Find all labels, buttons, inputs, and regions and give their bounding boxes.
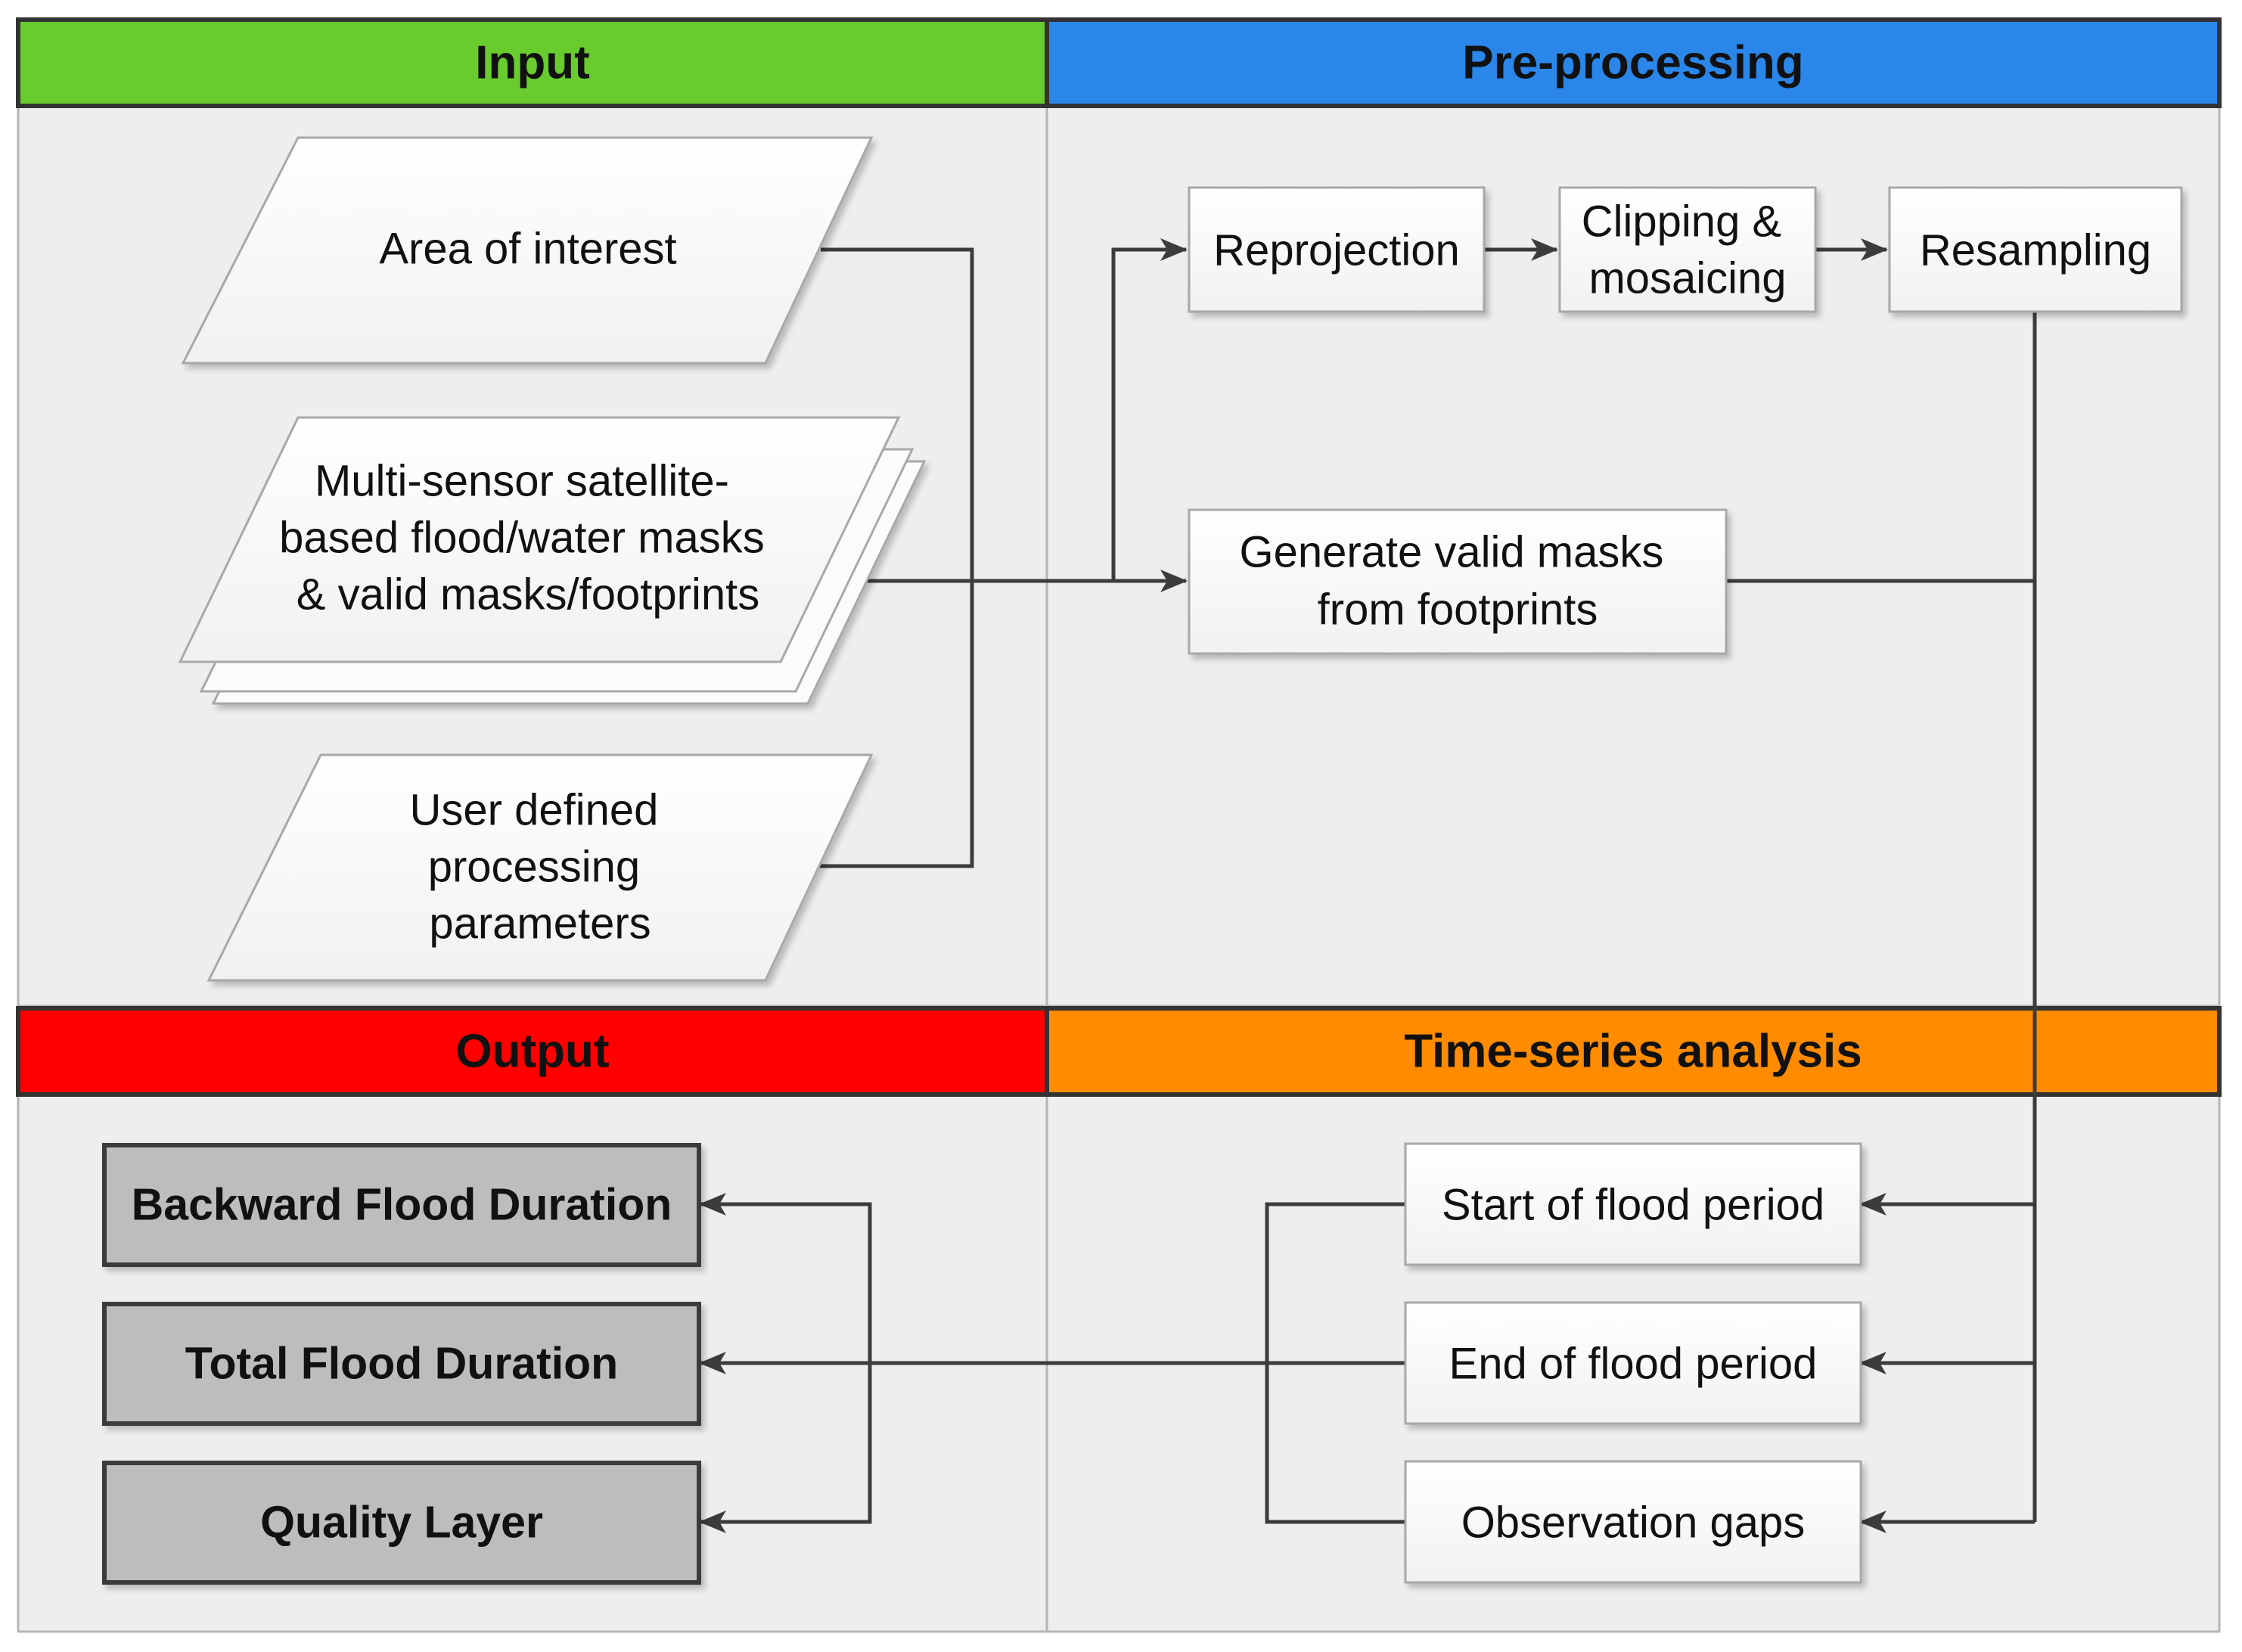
- output-header-label: Output: [455, 1026, 609, 1078]
- process-node-resampling: Resampling: [1888, 186, 2183, 313]
- input-header-bar: [16, 17, 1049, 108]
- process-box: [1558, 186, 1817, 313]
- label-line: Quality Layer: [260, 1498, 543, 1548]
- input-shape: [206, 753, 874, 982]
- observation-gaps-label: Observation gaps: [1461, 1498, 1806, 1547]
- input-shape: [181, 136, 874, 365]
- resampling-label: Resampling: [1920, 225, 2151, 275]
- output-node-quality: Quality Layer: [102, 1461, 701, 1585]
- reprojection-label: Reprojection: [1213, 225, 1460, 275]
- flood-masks-label: Multi-sensor satellite- based flood/wate…: [279, 456, 777, 619]
- analysis-node-gaps: Observation gaps: [1404, 1460, 1862, 1584]
- label-line: processing: [428, 842, 640, 891]
- label-line: Observation gaps: [1461, 1498, 1806, 1547]
- process-box: [1188, 186, 1486, 313]
- process-node-valid-masks: Generate valid masks from footprints: [1188, 508, 1728, 655]
- start-of-flood-label: Start of flood period: [1442, 1180, 1824, 1229]
- label-line: based flood/water masks: [279, 513, 765, 562]
- section-headers: Input Pre-processing Output Time-series …: [16, 17, 2222, 1097]
- output-box: [102, 1302, 701, 1426]
- analysis-box: [1404, 1142, 1862, 1266]
- input-node-flood-masks: Multi-sensor satellite- based flood/wate…: [178, 416, 927, 705]
- timeseries-header-bar: [1045, 1006, 2222, 1097]
- analysis-node-end: End of flood period: [1404, 1301, 1862, 1425]
- input-node-user-parameters: User defined processing parameters: [206, 753, 874, 982]
- quality-layer-label: Quality Layer: [260, 1498, 543, 1548]
- process-box: [1188, 508, 1728, 655]
- process-box: [1888, 186, 2183, 313]
- label-line: Area of interest: [379, 224, 676, 273]
- input-header-label: Input: [475, 37, 590, 89]
- label-line: Resampling: [1920, 225, 2151, 275]
- connectors: [699, 238, 2037, 1533]
- clipping-label: Clipping & mosaicing: [1582, 197, 1794, 303]
- label-line: Reprojection: [1213, 225, 1460, 275]
- label-line: & valid masks/footprints: [297, 570, 759, 619]
- label-line: End of flood period: [1449, 1339, 1818, 1388]
- label-line: User defined: [410, 785, 659, 834]
- label-line: Generate valid masks: [1239, 527, 1663, 576]
- preprocessing-header-label: Pre-processing: [1462, 37, 1803, 89]
- output-box: [102, 1461, 701, 1585]
- process-node-reprojection: Reprojection: [1188, 186, 1486, 313]
- process-node-clipping: Clipping & mosaicing: [1558, 186, 1817, 313]
- analysis-box: [1404, 1301, 1862, 1425]
- label-line: parameters: [429, 899, 651, 948]
- analysis-node-start: Start of flood period: [1404, 1142, 1862, 1266]
- output-node-total: Total Flood Duration: [102, 1302, 701, 1426]
- output-box: [102, 1143, 701, 1267]
- label-line: Total Flood Duration: [185, 1339, 618, 1389]
- output-header-bar: [16, 1006, 1049, 1097]
- timeseries-header-label: Time-series analysis: [1404, 1026, 1862, 1078]
- input-node-area-of-interest: Area of interest: [181, 136, 874, 365]
- analysis-box: [1404, 1460, 1862, 1584]
- stack-shape-front: [178, 416, 901, 663]
- label-line: Multi-sensor satellite-: [315, 456, 729, 505]
- backward-flood-duration-label: Backward Flood Duration: [132, 1180, 672, 1230]
- valid-masks-label: Generate valid masks from footprints: [1239, 527, 1675, 634]
- label-line: from footprints: [1318, 585, 1598, 634]
- connector-to-reprojection: [1111, 238, 1188, 581]
- label-line: Start of flood period: [1442, 1180, 1824, 1229]
- area-of-interest-label: Area of interest: [379, 224, 676, 273]
- end-of-flood-label: End of flood period: [1449, 1339, 1818, 1388]
- total-flood-duration-label: Total Flood Duration: [185, 1339, 618, 1389]
- connector-aoi-to-trunk: [817, 247, 974, 868]
- label-line: Clipping &: [1582, 197, 1781, 246]
- connector-to-backward: [699, 1193, 872, 1363]
- user-parameters-label: User defined processing parameters: [410, 785, 671, 948]
- connector-to-quality: [699, 1363, 872, 1533]
- label-line: mosaicing: [1588, 253, 1786, 303]
- preprocessing-header-bar: [1045, 17, 2222, 108]
- output-node-backward: Backward Flood Duration: [102, 1143, 701, 1267]
- label-line: Backward Flood Duration: [132, 1180, 672, 1230]
